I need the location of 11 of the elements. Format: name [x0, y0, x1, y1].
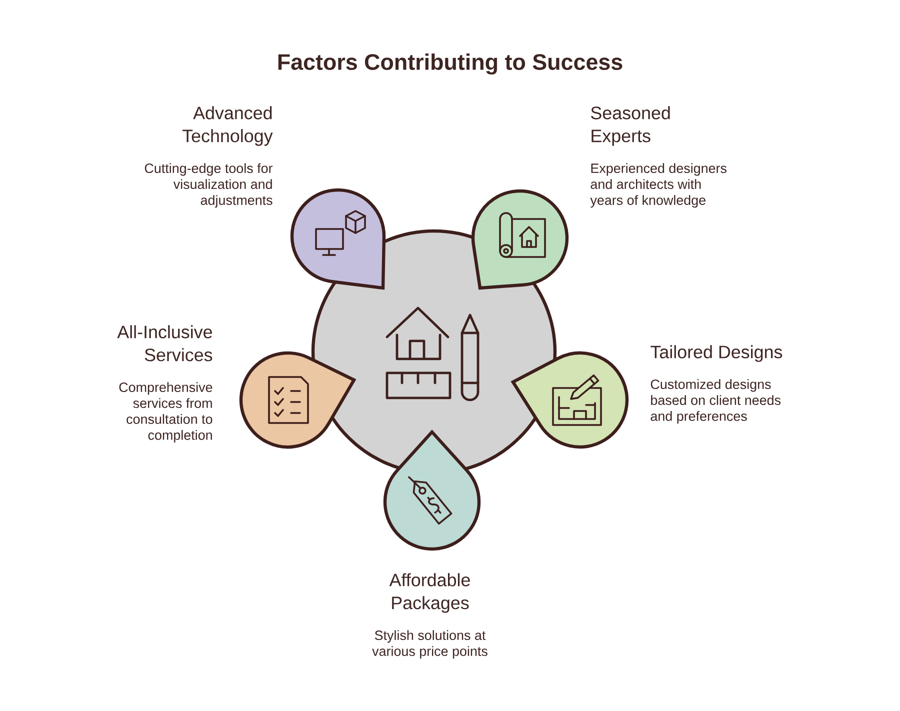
- description: Experienced designers and architects with years of knowledge: [590, 163, 726, 208]
- heading: Tailored Designs: [650, 345, 782, 362]
- description: Comprehensive services from consultation to completion: [119, 382, 212, 443]
- description: Stylish solutions at various price points: [372, 630, 488, 659]
- description: Customized designs based on client needs and preferences: [650, 379, 781, 424]
- heading: Seasoned Experts: [591, 106, 670, 146]
- description: Cutting-edge tools for visualization and adjustments: [144, 163, 273, 208]
- heading: Advanced Technology: [182, 106, 273, 146]
- title: Factors Contributing to Success: [278, 53, 622, 74]
- heading: All-Inclusive Services: [117, 325, 212, 362]
- heading: Affordable Packages: [389, 573, 470, 613]
